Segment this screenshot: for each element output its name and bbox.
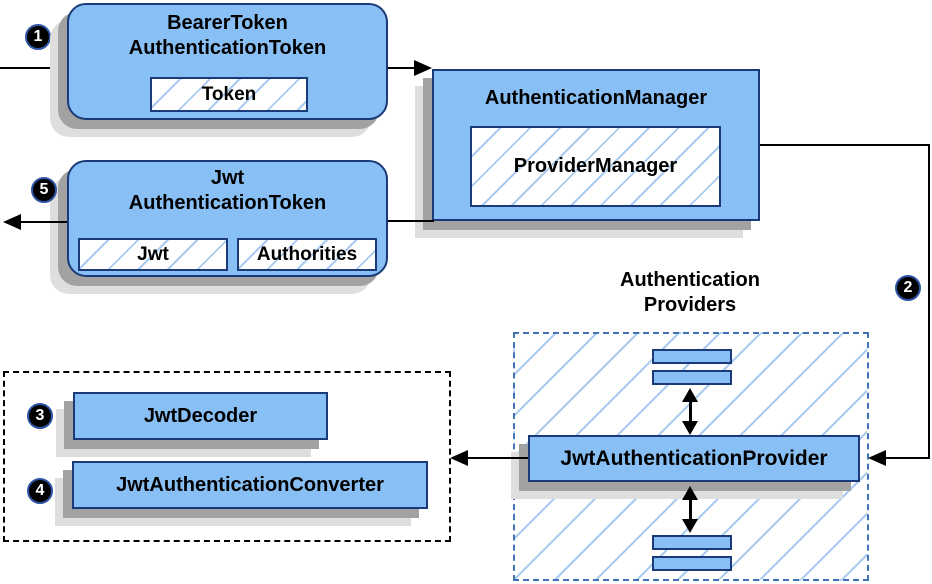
provider-double-arrow-bottom <box>682 486 698 533</box>
arrow-down-icon <box>682 519 698 533</box>
outgoing-result-line <box>19 221 67 223</box>
jwt-token-title-line1: Jwt <box>210 167 245 189</box>
step-5-badge: 5 <box>31 177 57 203</box>
manager-to-provider-line-v <box>928 144 930 459</box>
token-chip: Token <box>150 77 308 112</box>
jwt-decoder-node: JwtDecoder <box>73 392 328 440</box>
provider-to-decoder-arrowhead <box>450 450 468 466</box>
step-2-badge: 2 <box>895 275 921 301</box>
providers-group-label-line1: Authentication <box>620 269 760 291</box>
jwt-authentication-provider-node: JwtAuthenticationProvider <box>528 435 860 482</box>
jwt-authentication-token-title: Jwt AuthenticationToken <box>67 166 388 216</box>
outgoing-result-arrowhead <box>3 214 21 230</box>
manager-to-provider-line-h2 <box>884 457 930 459</box>
bearer-token-title-line2: AuthenticationToken <box>128 37 327 59</box>
bearer-token-title-line1: BearerToken <box>167 12 288 34</box>
bearer-to-manager-line <box>388 67 416 69</box>
bearer-to-manager-arrowhead <box>414 60 432 76</box>
jwt-token-title-line2: AuthenticationToken <box>128 192 327 214</box>
bearer-token-title: BearerToken AuthenticationToken <box>67 11 388 61</box>
manager-to-provider-arrowhead <box>868 450 886 466</box>
provider-bar-top-1 <box>652 349 732 364</box>
provider-manager-chip: ProviderManager <box>470 126 721 207</box>
manager-to-provider-line-h1 <box>760 144 930 146</box>
step-4-badge: 4 <box>27 478 53 504</box>
provider-bar-bottom-2 <box>652 556 732 571</box>
manager-to-jwt-token-line <box>388 220 434 222</box>
step-1-badge: 1 <box>25 24 51 50</box>
provider-to-decoder-line <box>466 457 528 459</box>
incoming-request-line <box>0 67 67 69</box>
arrow-up-icon <box>682 388 698 402</box>
provider-double-arrow-top <box>682 388 698 435</box>
authentication-manager-title: AuthenticationManager <box>484 87 708 109</box>
provider-bar-top-2 <box>652 370 732 385</box>
step-3-badge: 3 <box>27 403 53 429</box>
jwt-chip: Jwt <box>78 238 228 271</box>
arrow-up-icon <box>682 486 698 500</box>
providers-group-label: Authentication Providers <box>580 268 800 318</box>
providers-group-label-line2: Providers <box>643 294 737 316</box>
jwt-authentication-converter-node: JwtAuthenticationConverter <box>72 461 428 509</box>
provider-bar-bottom-1 <box>652 535 732 550</box>
authorities-chip: Authorities <box>237 238 377 271</box>
arrow-down-icon <box>682 421 698 435</box>
